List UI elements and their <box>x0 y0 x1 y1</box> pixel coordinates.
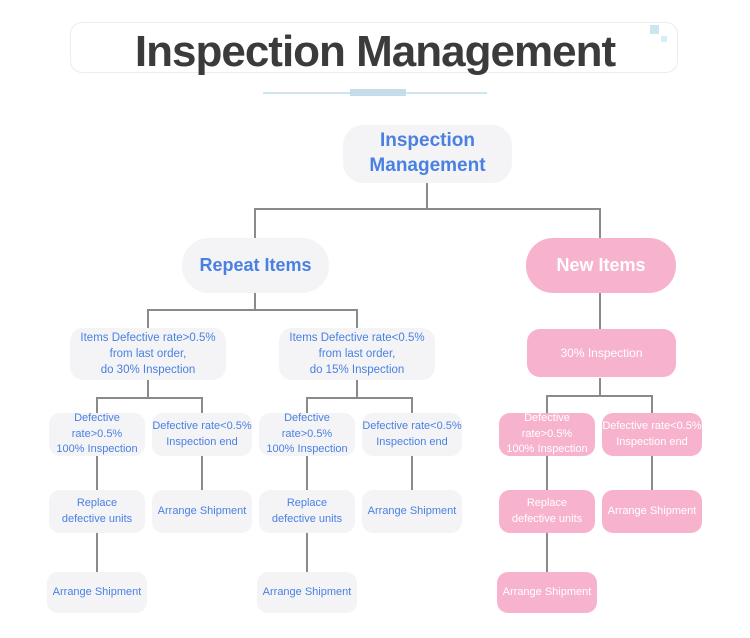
node-text: Defective rate<0.5% <box>362 419 462 432</box>
node-text: 100% Inspection <box>506 443 588 456</box>
connector-line <box>356 309 358 328</box>
node-text: Arrange Shipment <box>367 504 457 517</box>
node-text: Inspection end <box>616 435 688 448</box>
node-r2-defect-low: Defective rate<0.5% Inspection end <box>362 413 462 456</box>
node-text: Items Defective rate>0.5% <box>80 331 216 344</box>
node-new-defect-high: Defective rate>0.5% 100% Inspection <box>499 411 595 456</box>
connector-line <box>546 395 653 397</box>
node-r1-defect-low: Defective rate<0.5% Inspection end <box>152 413 252 456</box>
node-text: Repeat Items <box>199 255 312 275</box>
node-new-replace-defective: Replace defective units <box>499 490 595 533</box>
node-text: do 15% Inspection <box>309 364 405 377</box>
node-r2-arrange-shipment: Arrange Shipment <box>362 490 462 533</box>
connector-line <box>599 208 601 238</box>
connector-line <box>306 397 308 413</box>
node-r2-replace-defective: Replace defective units <box>259 490 355 533</box>
node-new-arrange-shipment: Arrange Shipment <box>602 490 702 533</box>
node-text: Defective rate<0.5% <box>152 419 252 432</box>
node-text: Arrange Shipment <box>157 504 247 517</box>
connector-line <box>426 183 428 209</box>
connector-line <box>411 456 413 490</box>
connector-line <box>96 533 98 572</box>
node-text: defective units <box>511 512 583 525</box>
node-text: Replace <box>76 496 118 509</box>
connector-line <box>546 395 548 413</box>
node-text: Defective rate>0.5% <box>281 411 333 440</box>
node-text: 100% Inspection <box>56 443 138 456</box>
node-text: Inspection <box>379 130 475 152</box>
node-text: Inspection end <box>166 435 238 448</box>
node-r1-arrange-shipment: Arrange Shipment <box>152 490 252 533</box>
node-text: Items Defective rate<0.5% <box>289 331 425 344</box>
node-text: Defective rate>0.5% <box>71 411 123 440</box>
node-r2-arrange-shipment-final: Arrange Shipment <box>257 572 357 613</box>
connector-line <box>651 395 653 413</box>
node-new-items: New Items <box>526 238 676 293</box>
node-repeat-defect-low-condition: Items Defective rate<0.5% from last orde… <box>279 328 435 380</box>
connector-line <box>96 397 98 413</box>
node-text: 100% Inspection <box>266 443 348 456</box>
node-new-arrange-shipment-final: Arrange Shipment <box>497 572 597 613</box>
page-title: Inspection Management <box>134 27 616 76</box>
node-text: from last order, <box>318 347 396 360</box>
decor-square-icon <box>650 25 659 34</box>
node-text: defective units <box>271 512 343 525</box>
node-text: from last order, <box>109 347 187 360</box>
node-r1-replace-defective: Replace defective units <box>49 490 145 533</box>
node-text: Management <box>369 155 486 176</box>
connector-line <box>147 309 149 328</box>
connector-line <box>411 397 413 413</box>
decor-square-icon <box>661 36 667 42</box>
node-inspection-management-root: Inspection Management <box>343 125 512 183</box>
connector-line <box>96 397 203 399</box>
node-text: Arrange Shipment <box>52 585 142 598</box>
connector-line <box>96 456 98 490</box>
connector-line <box>306 397 413 399</box>
node-r1-arrange-shipment-final: Arrange Shipment <box>47 572 147 613</box>
node-text: Arrange Shipment <box>502 585 592 598</box>
title-underline-accent <box>350 89 406 96</box>
node-text: defective units <box>61 512 133 525</box>
node-text: Defective rate<0.5% <box>602 419 702 432</box>
node-r2-defect-high: Defective rate>0.5% 100% Inspection <box>259 411 355 456</box>
connector-line <box>254 293 256 310</box>
node-new-defect-low: Defective rate<0.5% Inspection end <box>602 413 702 456</box>
node-text: do 30% Inspection <box>100 364 196 377</box>
title-card <box>70 22 678 73</box>
connector-line <box>306 456 308 490</box>
node-text: Inspection end <box>376 435 448 448</box>
connector-line <box>651 456 653 490</box>
connector-line <box>599 293 601 330</box>
node-text: Defective rate>0.5% <box>521 411 573 440</box>
node-text: Arrange Shipment <box>262 585 352 598</box>
connector-line <box>599 378 601 396</box>
connector-line <box>201 456 203 490</box>
connector-line <box>546 456 548 490</box>
node-repeat-items: Repeat Items <box>182 238 329 293</box>
connector-line <box>306 533 308 572</box>
node-text: Arrange Shipment <box>607 504 697 517</box>
connector-line <box>356 380 358 398</box>
node-repeat-defect-high-condition: Items Defective rate>0.5% from last orde… <box>70 328 226 380</box>
node-text: Replace <box>526 496 568 509</box>
connector-line <box>254 208 256 238</box>
connector-line <box>147 380 149 398</box>
node-text: 30% Inspection <box>560 345 643 360</box>
node-text: Replace <box>286 496 328 509</box>
node-text: New Items <box>556 255 646 275</box>
node-new-30-inspection: 30% Inspection <box>527 329 676 377</box>
connector-line <box>201 397 203 413</box>
connector-line <box>254 208 601 210</box>
connector-line <box>147 309 358 311</box>
connector-line <box>546 533 548 572</box>
node-r1-defect-high: Defective rate>0.5% 100% Inspection <box>49 411 145 456</box>
